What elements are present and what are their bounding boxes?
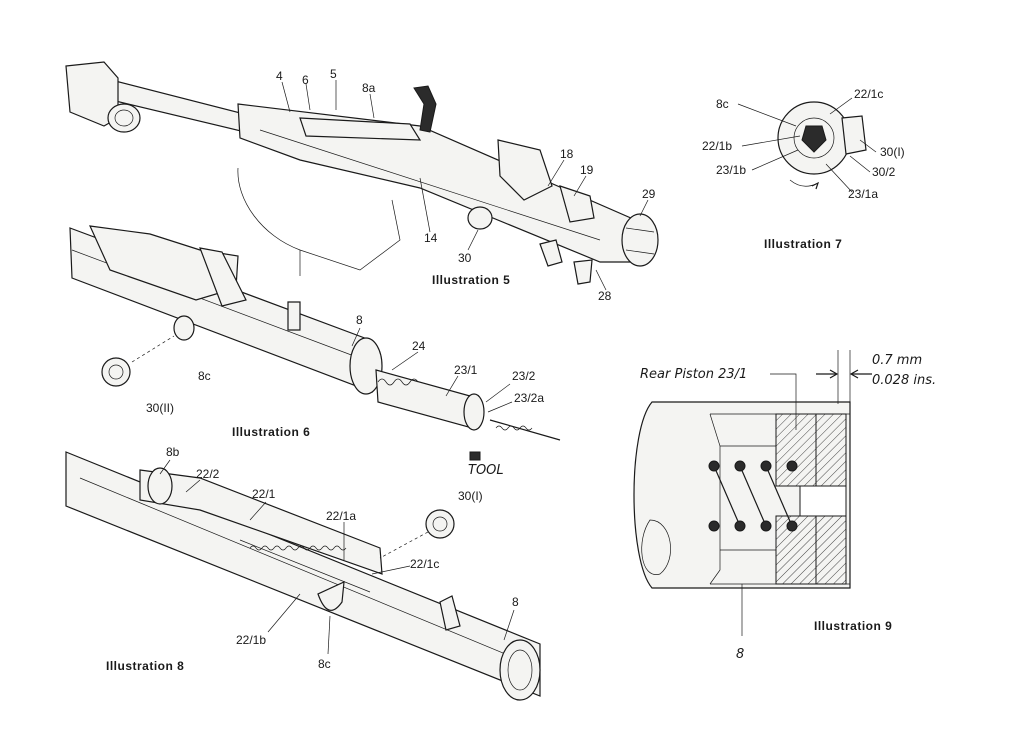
label-ill5-29: 29 bbox=[642, 187, 656, 201]
label-ill8-8: 8 bbox=[512, 595, 519, 609]
caption-illustration-5: Illustration 5 bbox=[432, 273, 510, 287]
caption-illustration-9: Illustration 9 bbox=[814, 619, 892, 633]
label-ill6-23-1: 23/1 bbox=[454, 363, 478, 377]
label-ill7-23-1b: 23/1b bbox=[716, 163, 746, 177]
label-ill9-rear-piston: Rear Piston 23/1 bbox=[640, 367, 747, 382]
cocking-lever-drawing bbox=[413, 85, 437, 133]
label-ill8-22-1b: 22/1b bbox=[236, 633, 266, 647]
spring-coils-drawing bbox=[708, 460, 798, 532]
label-ill5-28: 28 bbox=[598, 289, 612, 303]
label-ill9-gap-mm: 0.7 mm bbox=[872, 353, 922, 368]
illustration-7: 8c 22/1c 22/1b 30(I) 23/1b 30/2 23/1a Il… bbox=[702, 87, 905, 251]
label-ill7-8c: 8c bbox=[716, 97, 729, 111]
label-ill6-8c: 8c bbox=[198, 369, 211, 383]
label-ill9-gap-ins: 0.028 ins. bbox=[872, 373, 936, 388]
label-ill8-22-2: 22/2 bbox=[196, 467, 220, 481]
label-ill8-22-1c: 22/1c bbox=[410, 557, 439, 571]
label-ill7-30-I: 30(I) bbox=[880, 145, 905, 159]
label-ill5-5: 5 bbox=[330, 67, 337, 81]
illustration-5: 4 6 5 8a 18 19 29 14 30 28 Illustration … bbox=[65, 61, 659, 303]
caption-illustration-6: Illustration 6 bbox=[232, 425, 310, 439]
label-ill7-30-2: 30/2 bbox=[872, 165, 896, 179]
label-ill6-24: 24 bbox=[412, 339, 426, 353]
end-cap-drawing bbox=[621, 213, 659, 267]
caption-illustration-7: Illustration 7 bbox=[764, 237, 842, 251]
label-ill5-8a: 8a bbox=[362, 81, 376, 95]
tube-mouth-drawing bbox=[349, 337, 383, 395]
label-ill6-8: 8 bbox=[356, 313, 363, 327]
label-ill5-6: 6 bbox=[302, 73, 309, 87]
label-ill8-22-1a: 22/1a bbox=[326, 509, 356, 523]
label-ill5-19: 19 bbox=[580, 163, 594, 177]
label-ill5-30: 30 bbox=[458, 251, 472, 265]
label-ill6-30-II: 30(II) bbox=[146, 401, 174, 415]
label-ill7-23-1a: 23/1a bbox=[848, 187, 878, 201]
label-ill8-30-I: 30(I) bbox=[458, 489, 483, 503]
label-ill8-8b: 8b bbox=[166, 445, 180, 459]
label-ill8-22-1: 22/1 bbox=[252, 487, 276, 501]
tool-note: TOOL bbox=[468, 463, 504, 478]
label-ill7-22-1b: 22/1b bbox=[702, 139, 732, 153]
front-knob-drawing bbox=[107, 103, 141, 133]
receiver-drawing bbox=[237, 103, 641, 263]
label-ill5-14: 14 bbox=[424, 231, 438, 245]
illustration-9: Rear Piston 23/1 0.7 mm 0.028 ins. 8 Ill… bbox=[633, 350, 936, 662]
rear-piston-drawing bbox=[375, 369, 473, 429]
cylinder-mouth-drawing bbox=[499, 639, 541, 701]
illustration-6: 8 24 23/1 23/2 23/2a 8c 30(II) TOOL Illu… bbox=[69, 225, 561, 478]
label-ill6-23-2: 23/2 bbox=[512, 369, 536, 383]
label-ill7-22-1c: 22/1c bbox=[854, 87, 883, 101]
label-ill5-18: 18 bbox=[560, 147, 574, 161]
label-ill6-23-2a: 23/2a bbox=[514, 391, 544, 405]
caption-illustration-8: Illustration 8 bbox=[106, 659, 184, 673]
label-ill9-8: 8 bbox=[736, 647, 744, 662]
label-ill8-8c: 8c bbox=[318, 657, 331, 671]
illustration-8: 8b 22/2 22/1 22/1a 30(I) 22/1c 8 22/1b 8… bbox=[65, 445, 541, 701]
label-ill5-4: 4 bbox=[276, 69, 283, 83]
cylinder-tube-drawing bbox=[65, 451, 541, 697]
